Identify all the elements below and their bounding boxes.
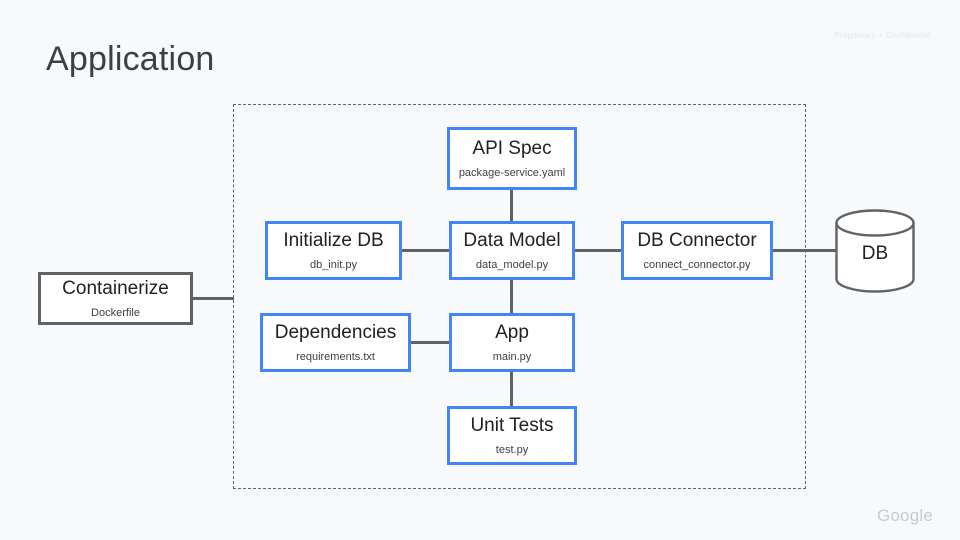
node-subtitle: main.py — [492, 350, 532, 363]
node-subtitle: data_model.py — [475, 258, 549, 271]
edge-data-model-to-db-connector — [574, 249, 622, 252]
node-dependencies[interactable]: Dependencies requirements.txt — [260, 313, 411, 372]
node-title: Initialize DB — [283, 229, 384, 251]
edge-containerize-to-boundary — [192, 297, 234, 300]
node-subtitle: test.py — [495, 443, 529, 456]
node-title: Data Model — [463, 229, 561, 251]
node-title: App — [495, 321, 529, 343]
node-subtitle: Dockerfile — [91, 306, 140, 319]
edge-data-model-to-app — [510, 277, 513, 313]
node-title: DB Connector — [637, 229, 757, 251]
edge-app-to-unit-tests — [510, 371, 513, 407]
node-unit-tests[interactable]: Unit Tests test.py — [447, 406, 577, 465]
database-label: DB — [861, 243, 889, 264]
node-subtitle: connect_connector.py — [643, 258, 751, 271]
page-title: Application — [46, 40, 215, 78]
edge-dependencies-to-app — [411, 341, 451, 344]
node-data-model[interactable]: Data Model data_model.py — [449, 221, 575, 280]
node-api-spec[interactable]: API Spec package-service.yaml — [447, 127, 577, 190]
node-containerize[interactable]: Containerize Dockerfile — [38, 272, 193, 325]
node-app[interactable]: App main.py — [449, 313, 575, 372]
node-db-connector[interactable]: DB Connector connect_connector.py — [621, 221, 773, 280]
edge-initialize-db-to-data-model — [401, 249, 450, 252]
database-cylinder-icon[interactable] — [834, 208, 916, 294]
node-subtitle: db_init.py — [309, 258, 358, 271]
confidentiality-notice: Proprietary + Confidential — [834, 31, 930, 40]
node-title: Unit Tests — [470, 414, 554, 436]
node-title: API Spec — [472, 137, 552, 159]
edge-api-spec-to-data-model — [510, 189, 513, 222]
application-boundary — [233, 104, 806, 489]
node-title: Dependencies — [274, 321, 397, 343]
node-title: Containerize — [62, 277, 169, 299]
google-wordmark: Google — [876, 506, 933, 525]
node-subtitle: requirements.txt — [296, 350, 375, 363]
node-initialize-db[interactable]: Initialize DB db_init.py — [265, 221, 402, 280]
edge-db-connector-to-database — [772, 249, 836, 252]
node-subtitle: package-service.yaml — [458, 166, 566, 179]
